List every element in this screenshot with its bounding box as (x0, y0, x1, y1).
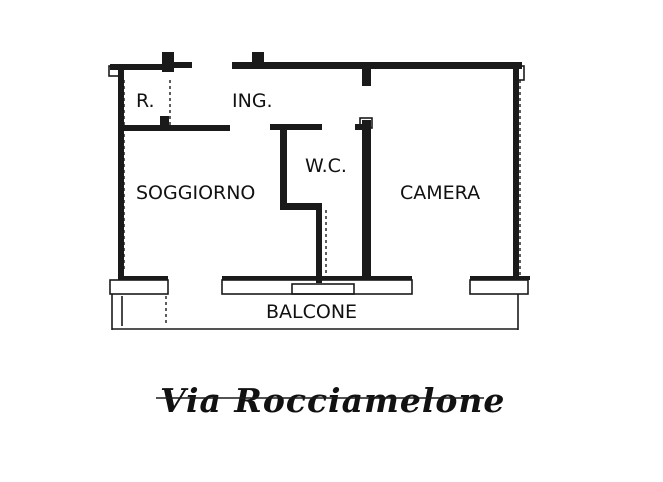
label-balcone: BALCONE (266, 301, 357, 323)
balcony-structure (109, 80, 530, 330)
outer-walls (108, 52, 525, 280)
label-ing: ING. (232, 90, 273, 112)
label-r: R. (136, 90, 155, 112)
interior-walls (122, 116, 373, 283)
label-wc: W.C. (305, 155, 347, 177)
label-camera: CAMERA (400, 182, 480, 204)
label-soggiorno: SOGGIORNO (136, 182, 255, 204)
street-name: Via Rocciamelone (160, 381, 505, 420)
